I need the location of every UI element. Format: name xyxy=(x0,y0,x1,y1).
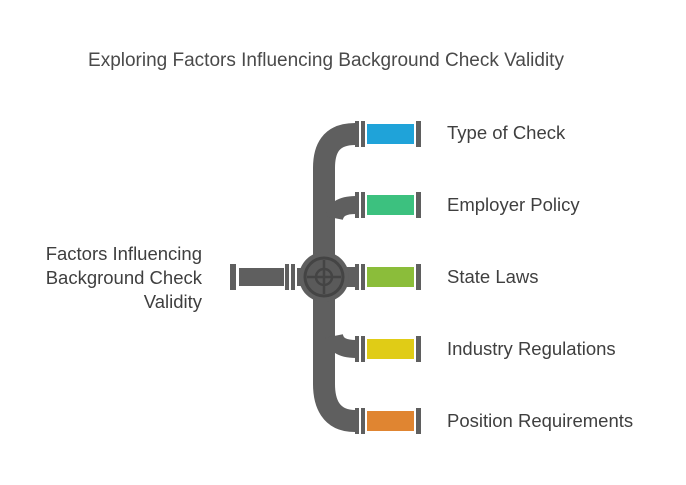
factor-label-position-requirements: Position Requirements xyxy=(447,410,634,431)
source-label-line-3: Validity xyxy=(143,291,202,312)
outlet-color-3 xyxy=(367,267,414,287)
source-label: Factors Influencing Background Check Val… xyxy=(2,242,202,314)
factor-label-industry-regulations: Industry Regulations xyxy=(447,338,616,359)
factor-label-type-of-check: Type of Check xyxy=(447,122,566,143)
source-label-line-2: Background Check xyxy=(45,267,202,288)
outlet-color-4 xyxy=(367,339,414,359)
outlet-color-1 xyxy=(367,124,414,144)
outlet-4 xyxy=(355,336,421,362)
valve-icon xyxy=(299,252,349,302)
branch-pipe-2 xyxy=(325,196,357,221)
outlet-3 xyxy=(355,264,421,290)
outlet-color-5 xyxy=(367,411,414,431)
branch-pipe-4 xyxy=(325,333,357,358)
outlet-1 xyxy=(355,121,421,147)
diagram-title: Exploring Factors Influencing Background… xyxy=(88,50,564,71)
input-pipe xyxy=(230,264,311,290)
factor-label-state-laws: State Laws xyxy=(447,266,539,287)
outlet-color-2 xyxy=(367,195,414,215)
source-label-line-1: Factors Influencing xyxy=(45,243,202,264)
outlet-2 xyxy=(355,192,421,218)
factor-label-employer-policy: Employer Policy xyxy=(447,194,580,215)
outlet-5 xyxy=(355,408,421,434)
